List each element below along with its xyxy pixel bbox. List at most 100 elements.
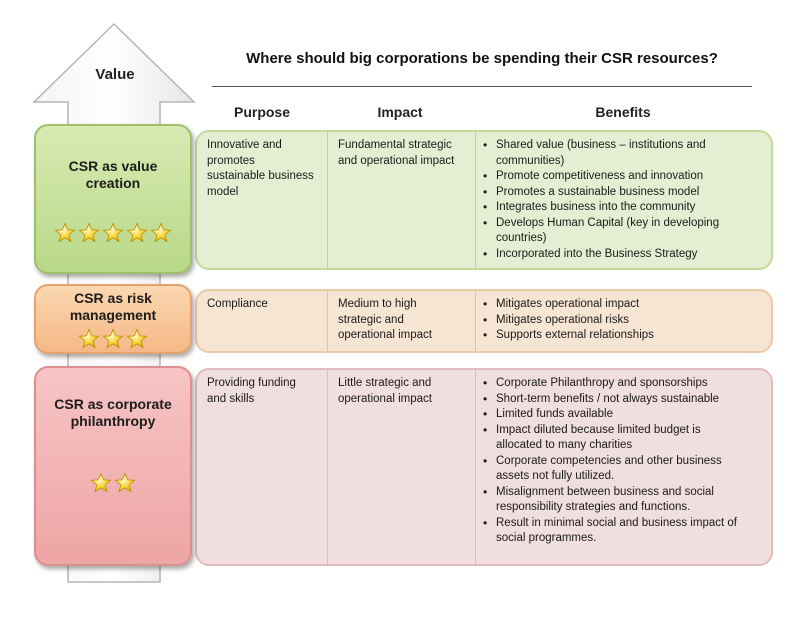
list-item: Incorporated into the Business Strategy — [483, 247, 770, 263]
list-item-line: responsibility strategies and functions. — [496, 501, 691, 513]
list-item-line: Shared value (business – institutions an… — [496, 139, 706, 151]
header-benefits: Benefits — [595, 104, 651, 120]
text-line: Little strategic and — [338, 377, 432, 389]
list-item: Corporate competencies and other busines… — [483, 454, 770, 485]
text-line: Fundamental strategic — [338, 139, 452, 151]
impact-cell: Little strategic and operational impact — [338, 376, 466, 407]
list-item-line: Impact diluted because limited budget is — [496, 423, 701, 436]
star-icon — [78, 222, 100, 244]
list-item-line: Result in minimal social and business im… — [496, 516, 737, 529]
list-item-line: Limited funds available — [496, 408, 613, 420]
list-item: Develops Human Capital (key in developin… — [483, 216, 770, 247]
text-line: creation — [85, 175, 141, 191]
star-icon — [102, 328, 124, 350]
text-line: promotes — [207, 154, 255, 167]
purpose-cell: Innovative and promotes sustainable busine… — [207, 138, 325, 200]
list-item-line: Mitigates operational impact — [496, 298, 640, 310]
text-line: Medium to high — [338, 298, 417, 310]
text-line: CSR as value — [68, 158, 158, 174]
list-item-line: Supports external relationships — [496, 329, 654, 341]
list-item: Short-term benefits / not always sustain… — [483, 392, 770, 408]
list-item-line: Promotes a sustainable business model — [496, 185, 700, 198]
row-corporate-philanthropy: Providing funding and skills Little strat… — [195, 368, 773, 566]
list-item-line: countries) — [496, 232, 547, 244]
benefits-list: Mitigates operational impactMitigates op… — [480, 297, 770, 344]
list-item-line: Short-term benefits / not always sustain… — [496, 392, 720, 405]
purpose-cell: Providing funding and skills — [207, 376, 325, 407]
list-item: Corporate Philanthropy and sponsorships — [483, 376, 770, 392]
header-purpose: Purpose — [233, 104, 290, 120]
text-line: operational impact — [338, 329, 432, 341]
text-line: Compliance — [207, 298, 268, 310]
star-icon — [90, 472, 112, 494]
text-line: philanthropy — [70, 413, 156, 429]
list-item-line: social programmes. — [496, 532, 597, 544]
list-item-line: Misalignment between business and social — [496, 485, 714, 498]
list-item: Misalignment between business and social… — [483, 485, 770, 516]
benefits-list: Shared value (business – institutions an… — [480, 138, 770, 262]
text-line: strategic and — [338, 313, 404, 326]
benefits-list: Corporate Philanthropy and sponsorshipsS… — [480, 376, 770, 547]
list-item-line: Integrates business into the community — [496, 201, 696, 213]
star-icon — [126, 222, 148, 244]
list-item-line: Mitigates operational risks — [496, 313, 629, 326]
text-line: and operational impact — [338, 154, 455, 167]
text-line: and skills — [207, 392, 255, 405]
column-divider — [475, 291, 476, 351]
text-line: Innovative and — [207, 139, 282, 151]
list-item-line: allocated to many charities — [496, 439, 633, 451]
list-item-line: Incorporated into the Business Strategy — [496, 247, 698, 260]
column-divider — [327, 291, 328, 351]
list-item-line: Corporate competencies and other busines… — [496, 454, 722, 467]
list-item-line: communities) — [496, 154, 565, 167]
list-item: Shared value (business – institutions an… — [483, 138, 770, 169]
text-line: CSR as risk — [74, 290, 152, 306]
benefits-cell: Shared value (business – institutions an… — [480, 138, 770, 262]
list-item: Impact diluted because limited budget is… — [483, 423, 770, 454]
column-divider — [327, 132, 328, 268]
text-line: sustainable business — [207, 170, 314, 182]
star-icon — [150, 222, 172, 244]
text-line: operational impact — [338, 392, 432, 405]
list-item-line: Promote competitiveness and innovation — [496, 170, 704, 182]
list-item-line: Develops Human Capital (key in developin… — [496, 216, 720, 229]
list-item: Supports external relationships — [483, 328, 770, 344]
list-item: Mitigates operational risks — [483, 313, 770, 329]
rating-stars — [36, 472, 190, 503]
list-item: Result in minimal social and business im… — [483, 516, 770, 547]
text-line: management — [69, 307, 157, 323]
list-item-line: assets not fully utilized. — [496, 470, 615, 482]
purpose-cell: Compliance — [207, 297, 325, 313]
list-item: Mitigates operational impact — [483, 297, 770, 313]
text-line: CSR as corporate — [54, 396, 172, 412]
text-line: Providing funding — [207, 377, 296, 389]
title-underline — [212, 86, 752, 87]
list-item: Promotes a sustainable business model — [483, 185, 770, 201]
list-item: Integrates business into the community — [483, 200, 770, 216]
impact-cell: Medium to high strategic and operational i… — [338, 297, 466, 344]
list-item: Promote competitiveness and innovation — [483, 169, 770, 185]
star-icon — [78, 328, 100, 350]
impact-cell: Fundamental strategic and operational imp… — [338, 138, 466, 169]
text-line: model — [207, 185, 239, 198]
list-item-line: Corporate Philanthropy and sponsorships — [496, 377, 708, 389]
star-icon — [114, 472, 136, 494]
rating-stars — [36, 328, 190, 359]
row-risk-management: Compliance Medium to high strategic and op… — [195, 289, 773, 353]
rating-stars — [36, 222, 190, 253]
list-item: Limited funds available — [483, 407, 770, 423]
column-divider — [327, 370, 328, 564]
diagram-title: Where should big corporations be spendin… — [246, 50, 718, 67]
star-icon — [54, 222, 76, 244]
header-impact: Impact — [377, 104, 423, 120]
benefits-cell: Corporate Philanthropy and sponsorshipsS… — [480, 376, 770, 547]
column-divider — [475, 370, 476, 564]
column-divider — [475, 132, 476, 268]
benefits-cell: Mitigates operational impactMitigates op… — [480, 297, 770, 344]
